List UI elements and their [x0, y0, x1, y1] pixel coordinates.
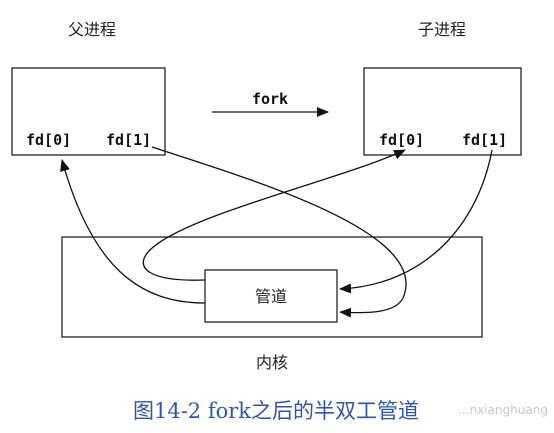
pipe-label: 管道	[255, 287, 287, 306]
kernel-label: 内核	[256, 353, 288, 372]
parent-fd1-to-pipe-arrow	[151, 146, 407, 318]
child-process-box	[363, 67, 522, 156]
child-fd0-label: fd[0]	[379, 131, 424, 149]
child-fd1-to-pipe-arrow	[339, 149, 493, 294]
pipe-to-child-fd0-arrow	[142, 149, 406, 281]
pipe-to-parent-fd0-arrow	[60, 159, 206, 304]
parent-process-box	[11, 67, 166, 156]
child-fd1-label: fd[1]	[462, 131, 507, 149]
watermark-text: ...nxianghuang	[458, 403, 548, 417]
child-process-label: 子进程	[418, 20, 466, 39]
parent-fd0-label: fd[0]	[26, 131, 71, 149]
parent-fd1-label: fd[1]	[106, 131, 151, 149]
figure-caption: 图14-2 fork之后的半双工管道	[133, 399, 419, 423]
fork-label: fork	[252, 90, 288, 108]
kernel-box	[61, 236, 483, 338]
pipe-box	[204, 269, 338, 323]
parent-process-label: 父进程	[68, 20, 116, 39]
